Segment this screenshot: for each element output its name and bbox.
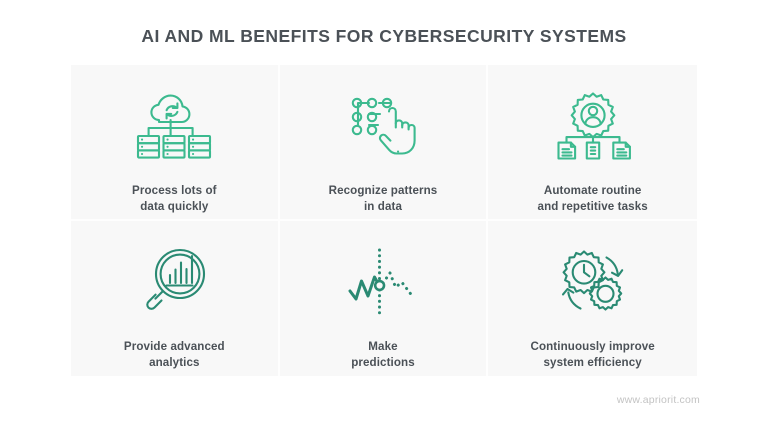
benefit-cell-provide-analytics: Provide advanced analytics [71, 220, 280, 376]
benefit-label: Recognize patterns in data [328, 184, 438, 214]
benefit-label: Automate routine and repetitive tasks [537, 184, 648, 214]
magnifier-bar-chart-icon [128, 243, 220, 321]
gear-person-documents-icon [547, 87, 639, 165]
benefit-cell-improve-efficiency: Continuously improve system efficiency [488, 221, 697, 377]
benefit-cell-automate-routine: Automate routine and repetitive tasks [488, 65, 697, 221]
benefit-label: Process lots of data quickly [132, 184, 217, 214]
benefit-cell-recognize-patterns: Recognize patterns in data [279, 65, 489, 221]
benefit-label: Make predictions [351, 339, 415, 369]
benefit-cell-make-predictions: Make predictions [280, 220, 489, 376]
cloud-sync-servers-icon [128, 87, 220, 165]
footer-website-url: www.apriorit.com [616, 394, 700, 406]
benefit-label: Continuously improve system efficiency [530, 339, 655, 369]
page-title: AI AND ML BENEFITS FOR CYBERSECURITY SYS… [141, 26, 627, 46]
benefit-label: Provide advanced analytics [123, 339, 225, 369]
prediction-line-chart-icon [337, 243, 429, 321]
benefit-cell-process-data: Process lots of data quickly [71, 65, 280, 221]
benefits-grid: Process lots of data quickly [71, 65, 697, 376]
clock-gears-cycle-icon [547, 243, 639, 321]
pattern-dots-hand-icon [337, 87, 429, 165]
